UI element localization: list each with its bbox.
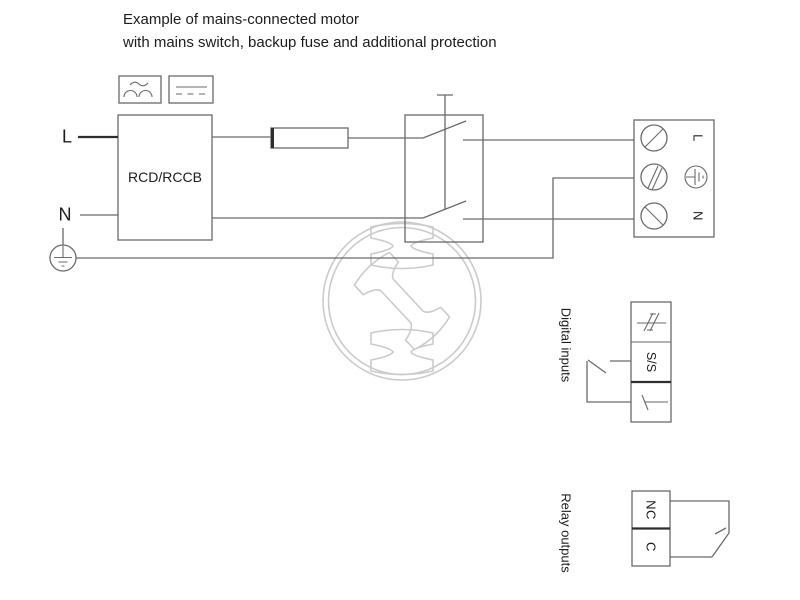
mains-terminal-block <box>633 119 715 238</box>
screw-terminal-neutral-icon <box>640 202 668 230</box>
neutral-label: N <box>58 204 72 225</box>
relay-nc-label: NC <box>643 500 659 520</box>
diagram-title-line-1: Example of mains-connected motor <box>123 11 359 28</box>
rcd-label: RCD/RCCB <box>128 169 202 185</box>
digital-inputs-label: Digital inputs <box>558 307 574 383</box>
ground-terminal-icon <box>641 394 668 411</box>
neutral-wire <box>80 214 634 220</box>
relay-c-label: C <box>643 542 659 552</box>
protective-earth-symbol-icon <box>49 228 77 272</box>
diagram-title-line-2: with mains switch, backup fuse and addit… <box>123 34 497 51</box>
screw-terminal-live-icon <box>640 124 668 152</box>
pump-logo-watermark-icon <box>322 221 482 381</box>
earth-terminal-icon <box>684 165 708 189</box>
relay-outputs-label: Relay outputs <box>558 493 574 573</box>
live-wire <box>78 135 634 141</box>
mains-switch <box>404 94 484 243</box>
relay-outputs-terminal-block <box>631 490 671 567</box>
digital-inputs-terminal-block <box>630 301 672 423</box>
relay-contact-switch <box>670 500 730 558</box>
digital-input-switch <box>586 359 631 403</box>
rcd-type-dc-icon <box>168 75 214 104</box>
digital-signal-icon <box>637 312 666 332</box>
live-label: L <box>61 126 73 147</box>
switch-handle-icon <box>437 94 453 210</box>
rcd-type-pulsating-icon <box>118 75 162 104</box>
rcd-box <box>117 114 213 241</box>
terminal-neutral-label: N <box>690 211 706 221</box>
diagram-title: Example of mains-connected motor with ma… <box>123 8 497 54</box>
screw-terminal-earth-icon <box>640 163 668 191</box>
terminal-live-label: L <box>690 134 706 142</box>
earth-wire <box>76 177 634 259</box>
backup-fuse-icon <box>270 127 349 149</box>
ss-terminal-label: S/S <box>644 351 658 373</box>
